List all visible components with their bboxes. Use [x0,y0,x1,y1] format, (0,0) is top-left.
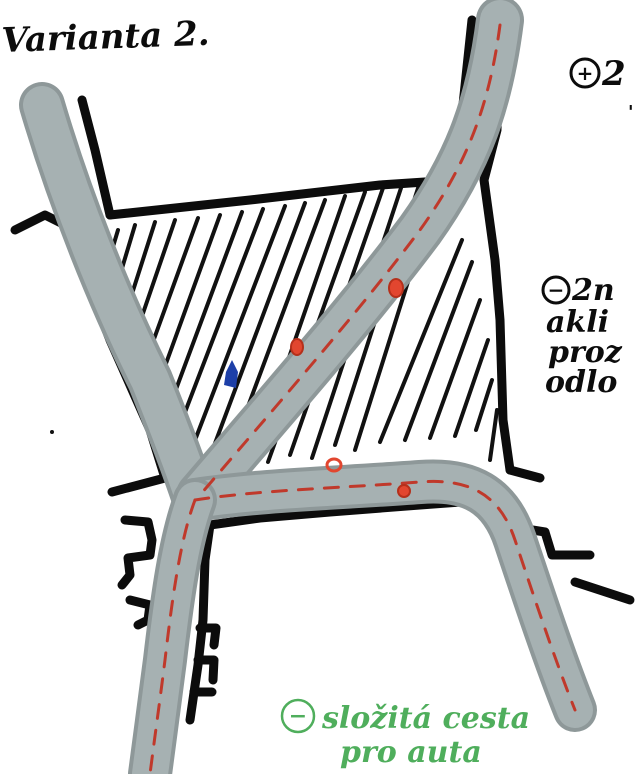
red-marker [291,339,303,355]
note-green-line-1: složitá cesta [321,701,530,736]
note-plus-fragment: ' [628,102,634,123]
note-minus-text: 2n [571,273,615,308]
note-line-4: odlo [545,365,617,400]
ink-dot [50,430,54,434]
note-minus: − 2n akli proz odlo [543,273,623,400]
note-minus-sign: − [548,278,565,302]
sketch-title: Varianta 2. [1,14,210,61]
note-plus-text: 2 [601,54,626,94]
red-marker [389,279,403,297]
note-green-line-2: pro auta [340,735,482,770]
note-plus-sign: + [577,61,594,85]
red-marker [398,485,410,497]
note-green: − složitá cesta pro auta [282,700,530,770]
note-plus: + 2 [571,54,626,94]
road-network [42,20,575,774]
note-green-sign: − [289,703,307,729]
